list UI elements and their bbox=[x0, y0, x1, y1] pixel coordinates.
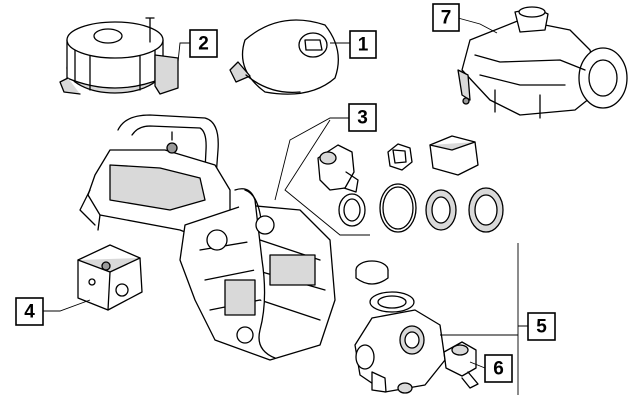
part-4-mounting-block bbox=[77, 244, 143, 311]
callout-6-label: 6 bbox=[493, 359, 504, 380]
callout-1: 1 bbox=[349, 30, 377, 59]
callout-4-label: 4 bbox=[24, 302, 35, 323]
part-7-hydraulic-unit bbox=[457, 6, 628, 119]
callout-3-label: 3 bbox=[357, 108, 368, 129]
callout-7-label: 7 bbox=[441, 8, 452, 29]
leader-lines bbox=[42, 17, 528, 395]
part-3-seal-kit bbox=[317, 135, 504, 233]
callout-7: 7 bbox=[432, 3, 460, 32]
callout-5: 5 bbox=[527, 312, 556, 341]
main-actuator-assembly bbox=[79, 114, 336, 361]
callout-5-label: 5 bbox=[536, 317, 547, 338]
part-2-pump-motor bbox=[59, 17, 179, 95]
callout-4: 4 bbox=[15, 297, 44, 326]
callout-6: 6 bbox=[484, 354, 513, 383]
callout-3: 3 bbox=[348, 103, 377, 132]
callout-1-label: 1 bbox=[358, 35, 369, 56]
part-6-sensor bbox=[443, 341, 479, 389]
part-1-accumulator bbox=[229, 19, 339, 95]
callout-2: 2 bbox=[189, 29, 218, 58]
part-5-reservoir bbox=[354, 260, 446, 394]
callout-2-label: 2 bbox=[198, 34, 209, 55]
